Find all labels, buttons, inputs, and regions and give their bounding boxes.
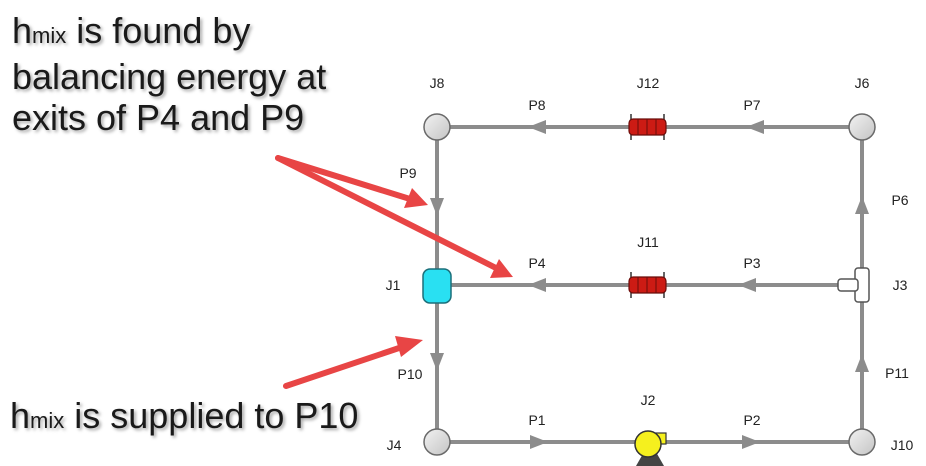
junction-j10[interactable] [848, 428, 876, 456]
junction-j1-tank[interactable] [422, 268, 452, 304]
label-p6: P6 [891, 192, 908, 208]
flow-arrow-p6 [855, 196, 869, 214]
annotation-hmix-supplied: hmix is supplied to P10 [10, 395, 358, 441]
flow-arrow-p8 [528, 120, 546, 134]
annotation-top-line3: exits of P4 and P9 [12, 97, 305, 138]
flow-arrow-p7 [746, 120, 764, 134]
flow-arrow-p1 [530, 435, 548, 449]
junction-j8[interactable] [423, 113, 451, 141]
label-p8: P8 [528, 97, 545, 113]
label-p3: P3 [743, 255, 760, 271]
junction-j3-tee[interactable] [837, 267, 870, 303]
label-p9: P9 [399, 165, 416, 181]
label-j6: J6 [855, 75, 870, 91]
flow-arrow-p9 [430, 198, 444, 216]
label-p2: P2 [743, 412, 760, 428]
annotation-top-sub: mix [32, 23, 67, 48]
annotation-bottom-h: h [10, 395, 31, 436]
flow-arrow-p2 [742, 435, 760, 449]
callout-arrow-to-p4 [275, 155, 513, 278]
flow-arrow-p3 [738, 278, 756, 292]
callout-arrow-to-p10 [283, 336, 423, 389]
label-p11: P11 [885, 365, 909, 381]
label-j11: J11 [637, 234, 659, 250]
label-j4: J4 [387, 437, 402, 453]
label-j2: J2 [641, 392, 656, 408]
label-j3: J3 [893, 277, 908, 293]
junction-j11-heat-exchanger[interactable] [628, 272, 667, 298]
junction-j2-pump[interactable] [634, 430, 667, 466]
annotation-bottom-sub: mix [30, 408, 65, 433]
annotation-hmix-found: hmix is found by balancing energy at exi… [12, 10, 326, 138]
label-p4: P4 [528, 255, 545, 271]
annotation-top-line2: balancing energy at [12, 56, 327, 97]
junction-j4[interactable] [423, 428, 451, 456]
flow-arrow-p11 [855, 354, 869, 372]
flow-arrow-p4 [528, 278, 546, 292]
flow-arrow-p10 [430, 353, 444, 371]
label-p1: P1 [528, 412, 545, 428]
label-j12: J12 [637, 75, 660, 91]
annotation-top-line1-text: is found by [66, 10, 251, 51]
label-j1: J1 [386, 277, 401, 293]
label-p10: P10 [398, 366, 423, 382]
label-p7: P7 [743, 97, 760, 113]
annotation-bottom-text: is supplied to P10 [64, 395, 359, 436]
label-j10: J10 [891, 437, 914, 453]
label-j8: J8 [430, 75, 445, 91]
annotation-top-line1: hmix is found by [12, 10, 326, 56]
junction-j12-heat-exchanger[interactable] [628, 114, 667, 140]
annotation-top-h: h [12, 10, 33, 51]
junction-j6[interactable] [848, 113, 876, 141]
callout-arrow-to-p9 [275, 155, 428, 208]
